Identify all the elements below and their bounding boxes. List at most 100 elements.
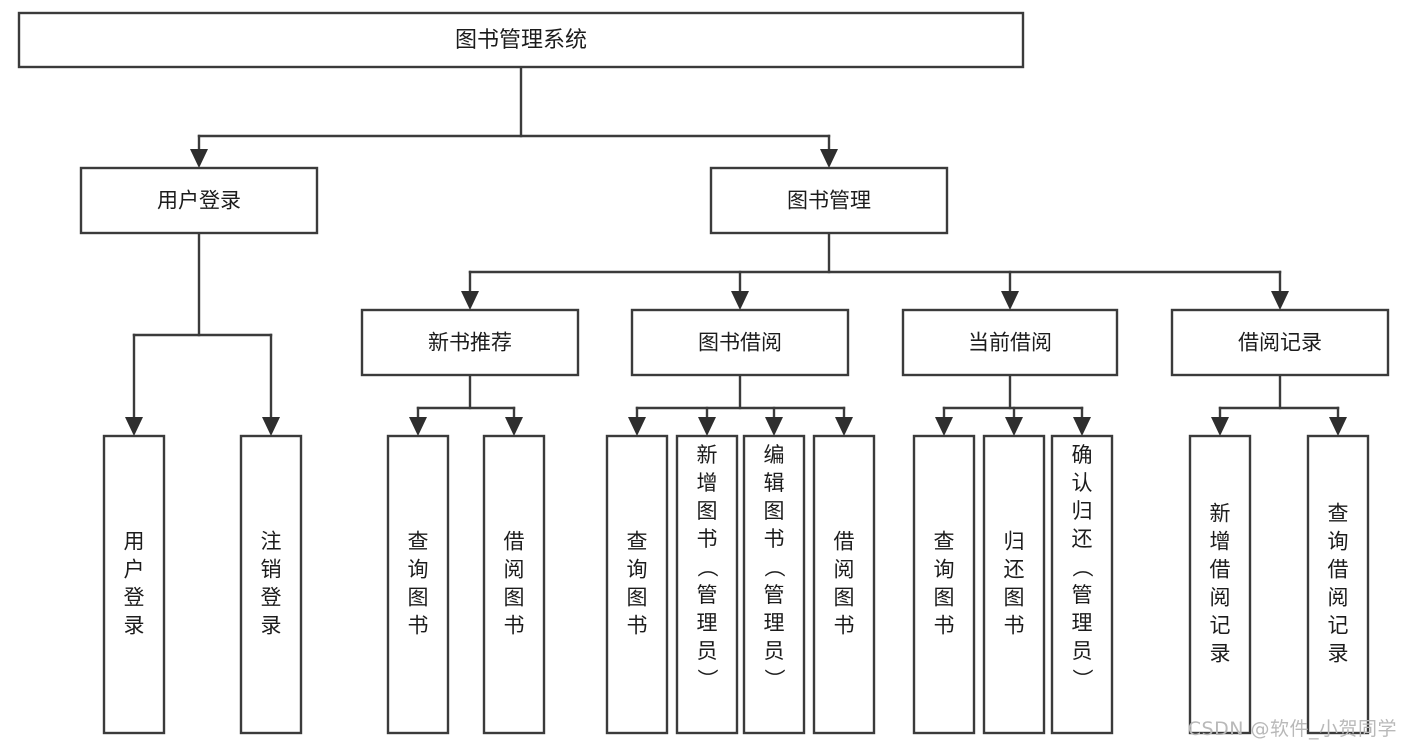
leaf-node-7-char: 书 <box>834 614 855 638</box>
leaf-node-5-rect[interactable] <box>675 434 739 735</box>
arrow-head-icon <box>1073 417 1091 436</box>
level2-node-0[interactable]: 用户登录 <box>79 166 319 235</box>
leaf-node-7-char: 图 <box>834 586 855 610</box>
leaf-node-3-rect[interactable] <box>482 434 546 735</box>
leaf-node-8-char: 询 <box>934 558 955 582</box>
level2-node-1-rect[interactable] <box>709 166 949 235</box>
leaf-node-12-rect[interactable] <box>1306 434 1370 735</box>
level3-node-0-label: 新书推荐 <box>428 331 512 355</box>
leaf-node-5-char: 理 <box>697 611 718 635</box>
leaf-node-6-char: 图 <box>764 499 785 523</box>
leaf-node-8-rect[interactable] <box>912 434 976 735</box>
leaf-node-9-char: 图 <box>1004 586 1025 610</box>
leaf-node-2-rect[interactable] <box>386 434 450 735</box>
arrow-head-icon <box>125 417 143 436</box>
leaf-node-4-char: 图 <box>627 586 648 610</box>
arrow-head-icon <box>820 149 838 168</box>
leaf-node-3-char: 书 <box>504 614 525 638</box>
level3-node-3-label: 借阅记录 <box>1238 331 1322 355</box>
leaf-node-12-char: 查 <box>1328 502 1349 526</box>
leaf-node-10-char: 确 <box>1072 443 1093 467</box>
arrow-head-icon <box>262 417 280 436</box>
leaf-node-5-char: 员 <box>697 639 718 663</box>
leaf-node-6-char: 管 <box>764 583 785 607</box>
leaf-node-8-char: 书 <box>934 614 955 638</box>
leaf-node-0-rect[interactable] <box>102 434 166 735</box>
leaf-node-11-rect[interactable] <box>1188 434 1252 735</box>
connectors-layer <box>125 65 1347 436</box>
leaf-node-5-char: 新 <box>697 443 718 467</box>
arrow-head-icon <box>1211 417 1229 436</box>
leaf-node-11-char: 录 <box>1210 642 1231 666</box>
leaf-node-5-char: 增 <box>697 471 718 495</box>
arrow-head-icon <box>1005 417 1023 436</box>
leaf-node-1-rect[interactable] <box>239 434 303 735</box>
leaf-node-5-char: 书 <box>697 527 718 551</box>
leaf-node-6-char: ） <box>762 669 786 690</box>
leaf-node-5-char: ） <box>695 669 719 690</box>
leaf-node-10-char: 还 <box>1072 527 1093 551</box>
leaf-node-1-char: 注 <box>261 530 282 554</box>
level3-node-3[interactable]: 借阅记录 <box>1170 308 1390 377</box>
leaf-node-10-char: 认 <box>1072 471 1093 495</box>
leaf-node-4-char: 询 <box>627 558 648 582</box>
leaf-node-9-char: 还 <box>1004 558 1025 582</box>
leaf-node-10-char: 理 <box>1072 611 1093 635</box>
arrow-head-icon <box>765 417 783 436</box>
leaf-node-9-rect[interactable] <box>982 434 1046 735</box>
leaf-node-6-rect[interactable] <box>742 434 806 735</box>
leaf-node-6-char: 辑 <box>764 471 785 495</box>
level2-node-0-rect[interactable] <box>79 166 319 235</box>
level3-node-0-rect[interactable] <box>360 308 580 377</box>
arrow-head-icon <box>698 417 716 436</box>
leaf-node-7-char: 借 <box>834 530 855 554</box>
leaf-node-0-char: 录 <box>124 614 145 638</box>
leaf-node-4-rect[interactable] <box>605 434 669 735</box>
arrow-head-icon <box>1001 291 1019 310</box>
leaf-node-10-char: 管 <box>1072 583 1093 607</box>
leaf-node-5-char: 管 <box>697 583 718 607</box>
leaf-node-9-char: 归 <box>1004 530 1025 554</box>
leaf-node-10-char: 归 <box>1072 499 1093 523</box>
leaf-node-1-char: 登 <box>261 586 282 610</box>
level3-node-1[interactable]: 图书借阅 <box>630 308 850 377</box>
level3-node-2-rect[interactable] <box>901 308 1119 377</box>
level2-node-1[interactable]: 图书管理 <box>709 166 949 235</box>
leaf-node-7-rect[interactable] <box>812 434 876 735</box>
level2-node-0-label: 用户登录 <box>157 189 241 213</box>
leaf-node-3-char: 图 <box>504 586 525 610</box>
leaf-node-10-char: 员 <box>1072 639 1093 663</box>
leaf-node-0[interactable]: 用户登录 <box>102 434 166 735</box>
leaf-node-1-char: 录 <box>261 614 282 638</box>
level3-node-2[interactable]: 当前借阅 <box>901 308 1119 377</box>
leaf-node-12-char: 询 <box>1328 530 1349 554</box>
leaf-node-11-char: 阅 <box>1210 586 1231 610</box>
root-node-label: 图书管理系统 <box>455 28 587 53</box>
leaf-node-10-rect[interactable] <box>1050 434 1114 735</box>
leaf-node-2-char: 询 <box>408 558 429 582</box>
root-node-rect[interactable] <box>17 11 1025 69</box>
leaf-node-0-char: 户 <box>124 558 145 582</box>
level3-node-0[interactable]: 新书推荐 <box>360 308 580 377</box>
level3-node-1-rect[interactable] <box>630 308 850 377</box>
leaf-node-6-char: 编 <box>764 443 785 467</box>
root-node[interactable]: 图书管理系统 <box>17 11 1025 69</box>
leaf-node-7-char: 阅 <box>834 558 855 582</box>
leaf-node-6-char: 员 <box>764 639 785 663</box>
leaf-node-11-char: 记 <box>1210 614 1231 638</box>
level3-node-3-rect[interactable] <box>1170 308 1390 377</box>
leaf-node-6-char: 书 <box>764 527 785 551</box>
